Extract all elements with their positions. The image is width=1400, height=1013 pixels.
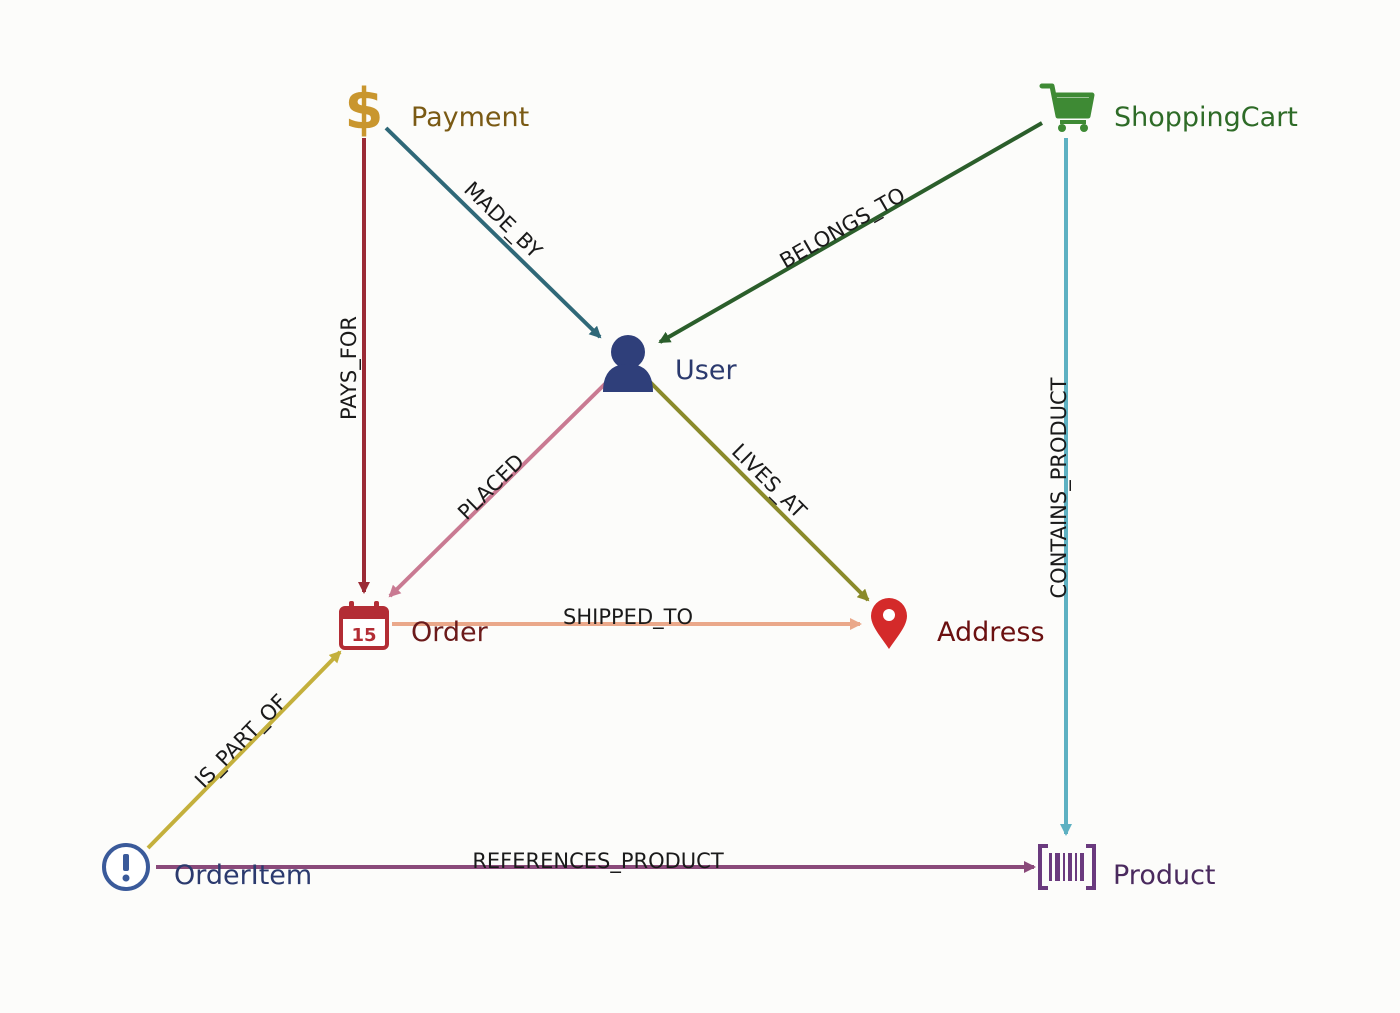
calendar-icon: 15 — [339, 601, 389, 650]
map-pin-dot — [883, 609, 895, 621]
map-pin-icon — [871, 598, 907, 649]
node-order[interactable]: 15 Order — [339, 601, 489, 650]
calendar-day: 15 — [351, 625, 376, 646]
edge-references-product[interactable]: REFERENCES_PRODUCT — [156, 849, 1036, 874]
dollar-icon: $ — [345, 77, 384, 142]
cart-icon — [1039, 83, 1095, 132]
edge-label-pays-for: PAYS_FOR — [337, 316, 362, 420]
barcode-icon — [1038, 844, 1096, 890]
edge-label-made-by: MADE_BY — [459, 177, 547, 264]
node-label-order-item: OrderItem — [174, 860, 312, 891]
node-label-user: User — [675, 355, 737, 386]
edge-is-part-of[interactable]: IS_PART_OF — [146, 650, 342, 850]
node-user[interactable]: User — [603, 335, 737, 392]
person-icon — [603, 335, 653, 392]
node-label-shopping-cart: ShoppingCart — [1114, 102, 1298, 133]
edge-line — [658, 121, 1043, 344]
exclamation-dot — [122, 874, 130, 882]
edge-line — [388, 380, 609, 598]
barcode-bars — [1049, 853, 1084, 881]
node-payment[interactable]: $ Payment — [345, 77, 530, 142]
node-product[interactable]: Product — [1038, 844, 1216, 891]
edge-label-is-part-of: IS_PART_OF — [190, 690, 292, 794]
edge-lives-at[interactable]: LIVES_AT — [648, 380, 870, 602]
edge-label-shipped-to: SHIPPED_TO — [563, 605, 693, 630]
edge-contains-product[interactable]: CONTAINS_PRODUCT — [1047, 138, 1072, 836]
node-label-product: Product — [1113, 860, 1216, 891]
node-address[interactable]: Address — [871, 598, 1045, 649]
node-order-item[interactable]: OrderItem — [102, 843, 312, 891]
edge-line — [648, 380, 870, 602]
edge-line — [146, 650, 342, 850]
edge-belongs-to[interactable]: BELONGS_TO — [658, 121, 1043, 344]
edge-label-contains-product: CONTAINS_PRODUCT — [1047, 377, 1072, 598]
edge-label-lives-at: LIVES_AT — [726, 439, 811, 524]
edge-line — [384, 126, 602, 339]
exclamation-bar — [123, 854, 129, 871]
node-label-payment: Payment — [411, 102, 529, 133]
edge-placed[interactable]: PLACED — [388, 380, 609, 598]
edge-shipped-to[interactable]: SHIPPED_TO — [392, 605, 862, 630]
edge-label-belongs-to: BELONGS_TO — [776, 183, 910, 274]
edge-label-references-product: REFERENCES_PRODUCT — [472, 849, 724, 874]
node-label-order: Order — [411, 617, 489, 648]
edge-pays-for[interactable]: PAYS_FOR — [337, 138, 370, 594]
edge-label-placed: PLACED — [453, 449, 529, 524]
node-label-address: Address — [937, 617, 1045, 648]
node-shopping-cart[interactable]: ShoppingCart — [1039, 83, 1298, 133]
edge-made-by[interactable]: MADE_BY — [384, 126, 602, 339]
